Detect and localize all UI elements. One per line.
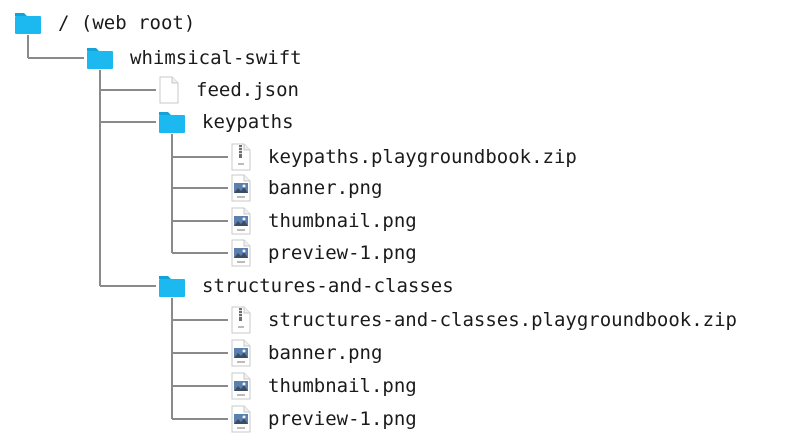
folder-icon (159, 112, 185, 133)
file-icon (159, 76, 179, 104)
tree-node-structures-banner: banner.png (230, 338, 382, 368)
png-file-icon (231, 372, 251, 400)
tree-node-label: thumbnail.png (268, 375, 417, 397)
tree-node-label: feed.json (196, 79, 299, 101)
tree-node-structures-preview: preview-1.png (230, 404, 417, 434)
tree-node-keypaths-zip: keypaths.playgroundbook.zip (230, 142, 577, 172)
folder-icon (87, 48, 113, 69)
tree-node-label: structures-and-classes (202, 275, 454, 297)
tree-node-whimsical-swift: whimsical-swift (86, 43, 302, 73)
tree-node-label: preview-1.png (268, 408, 417, 430)
png-file-icon (231, 207, 251, 235)
tree-node-label: preview-1.png (268, 242, 417, 264)
tree-node-label: thumbnail.png (268, 210, 417, 232)
tree-node-structures-and-classes: structures-and-classes (158, 271, 454, 301)
tree-node-label: / (web root) (58, 12, 196, 34)
tree-node-label: keypaths.playgroundbook.zip (268, 146, 577, 168)
tree-node-keypaths-preview: preview-1.png (230, 238, 417, 268)
zip-file-icon (231, 306, 251, 334)
folder-icon (15, 13, 41, 34)
tree-node-label: whimsical-swift (130, 47, 302, 69)
tree-node-label: banner.png (268, 177, 383, 199)
tree-node-structures-thumbnail: thumbnail.png (230, 371, 417, 401)
tree-node-keypaths-thumbnail: thumbnail.png (230, 206, 417, 236)
png-file-icon (231, 405, 251, 433)
tree-node-label: structures-and-classes.playgroundbook.zi… (268, 309, 737, 331)
folder-icon (159, 276, 185, 297)
tree-node-structures-zip: structures-and-classes.playgroundbook.zi… (230, 305, 737, 335)
tree-node-web-root: / (web root) (14, 8, 195, 38)
tree-node-label: keypaths (202, 111, 294, 133)
tree-node-label: banner.png (268, 342, 383, 364)
zip-file-icon (231, 143, 251, 171)
tree-node-feed-json: feed.json (158, 75, 299, 105)
tree-node-keypaths: keypaths (158, 107, 294, 137)
png-file-icon (231, 339, 251, 367)
tree-node-keypaths-banner: banner.png (230, 173, 382, 203)
png-file-icon (231, 239, 251, 267)
png-file-icon (231, 174, 251, 202)
